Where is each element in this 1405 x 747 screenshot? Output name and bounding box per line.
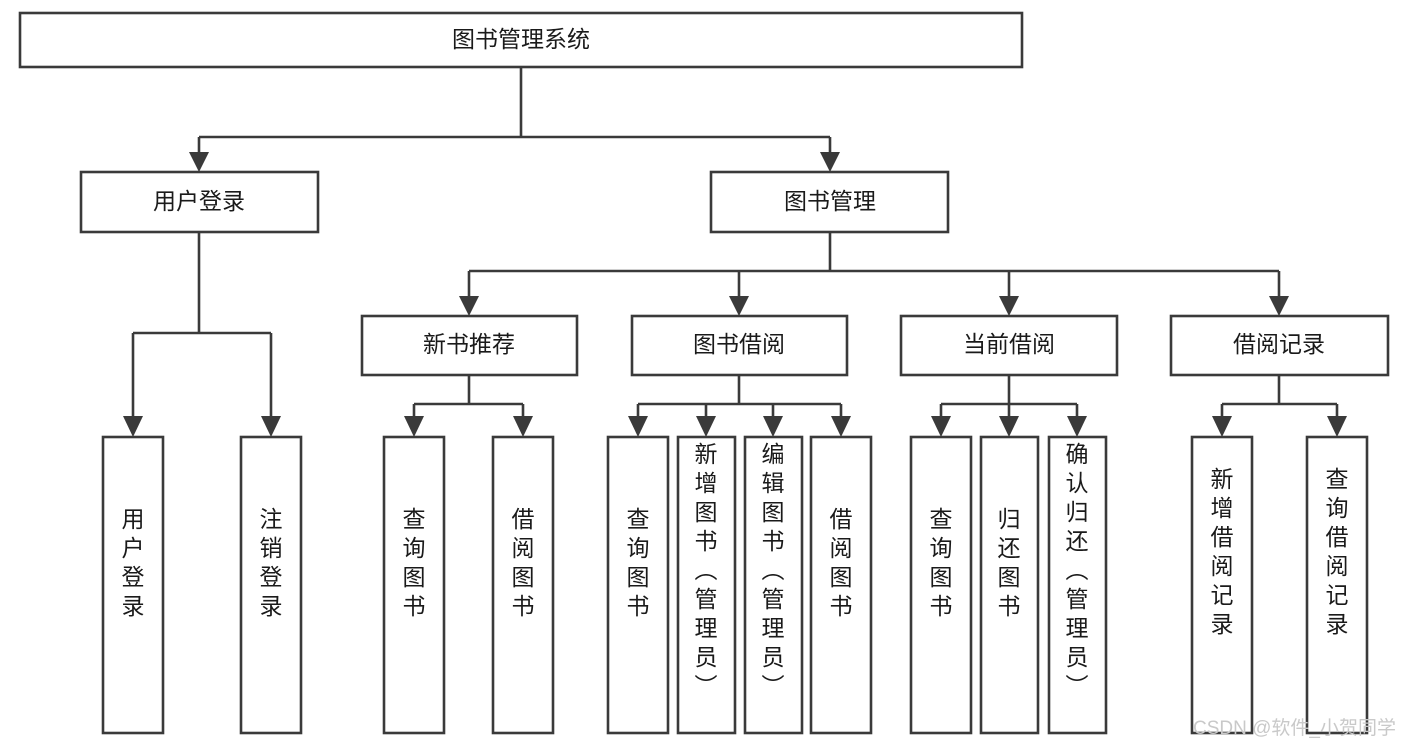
node-current-borrow-label: 当前借阅 (963, 331, 1055, 357)
arrow-head-user-login (189, 152, 209, 172)
node-leaf-confirm-return-box[interactable] (1047, 435, 1108, 735)
node-leaf-add-book-label: 新增图书︵管理员︶ (695, 441, 718, 699)
node-book-borrow-box[interactable] (630, 314, 849, 377)
node-book-manage-label: 图书管理 (784, 188, 876, 214)
node-user-login[interactable]: 用户登录 (79, 170, 320, 234)
node-new-book-rec-label: 新书推荐 (423, 331, 515, 357)
node-leaf-borrow-book-2-label: 借阅图书 (830, 506, 853, 619)
node-leaf-query-book-3-label: 查询图书 (930, 506, 953, 619)
node-leaf-logout-box[interactable] (239, 435, 303, 735)
node-leaf-query-book-1-label: 查询图书 (403, 506, 426, 619)
node-leaf-user-login[interactable]: 用户登录 (101, 435, 165, 735)
node-book-manage-box[interactable] (709, 170, 950, 234)
node-leaf-borrow-book-1[interactable]: 借阅图书 (491, 435, 555, 735)
node-leaf-query-book-3-box[interactable] (909, 435, 973, 735)
node-leaf-borrow-book-2[interactable]: 借阅图书 (809, 435, 873, 735)
arrow-head-leaf-query-record (1327, 416, 1347, 437)
node-leaf-confirm-return-label: 确认归还︵管理员︶ (1066, 441, 1089, 699)
node-leaf-add-record-label: 新增借阅记录 (1211, 466, 1234, 637)
node-new-book-rec-box[interactable] (360, 314, 579, 377)
node-borrow-record-label: 借阅记录 (1233, 331, 1325, 357)
node-book-borrow-label: 图书借阅 (693, 331, 785, 357)
node-leaf-query-book-2[interactable]: 查询图书 (606, 435, 670, 735)
node-leaf-add-record[interactable]: 新增借阅记录 (1190, 435, 1254, 735)
csdn-watermark: CSDN @软件_小贺同学 (1193, 717, 1396, 739)
arrow-head-book-borrow (729, 296, 749, 316)
node-current-borrow-box[interactable] (899, 314, 1119, 377)
node-leaf-borrow-book-1-label: 借阅图书 (512, 506, 535, 619)
node-leaf-edit-book-label: 编辑图书︵管理员︶ (762, 441, 785, 699)
node-leaf-edit-book[interactable]: 编辑图书︵管理员︶ (743, 435, 804, 735)
node-new-book-rec[interactable]: 新书推荐 (360, 314, 579, 377)
node-leaf-borrow-book-1-box[interactable] (491, 435, 555, 735)
node-leaf-query-record[interactable]: 查询借阅记录 (1305, 435, 1369, 735)
arrow-head-leaf-borrow-book-1 (513, 416, 533, 437)
node-leaf-add-book[interactable]: 新增图书︵管理员︶ (676, 435, 737, 735)
node-leaf-query-book-1-box[interactable] (382, 435, 446, 735)
node-leaf-confirm-return[interactable]: 确认归还︵管理员︶ (1047, 435, 1108, 735)
arrow-head-leaf-query-book-2 (628, 416, 648, 437)
arrow-head-leaf-add-book (696, 416, 716, 437)
arrow-head-current-borrow (999, 296, 1019, 316)
arrow-head-leaf-borrow-book-2 (831, 416, 851, 437)
node-root-box[interactable] (18, 11, 1024, 69)
node-leaf-return-book-box[interactable] (979, 435, 1040, 735)
node-book-manage[interactable]: 图书管理 (709, 170, 950, 234)
node-leaf-query-record-label: 查询借阅记录 (1326, 466, 1349, 637)
arrow-head-leaf-confirm-return (1067, 416, 1087, 437)
node-leaf-return-book[interactable]: 归还图书 (979, 435, 1040, 735)
node-leaf-add-record-box[interactable] (1190, 435, 1254, 735)
node-borrow-record[interactable]: 借阅记录 (1169, 314, 1390, 377)
node-leaf-logout-label: 注销登录 (260, 506, 283, 619)
arrow-head-leaf-return-book (999, 416, 1019, 437)
node-leaf-query-book-2-box[interactable] (606, 435, 670, 735)
node-leaf-edit-book-box[interactable] (743, 435, 804, 735)
arrow-head-new-book-rec (459, 296, 479, 316)
node-book-borrow[interactable]: 图书借阅 (630, 314, 849, 377)
node-leaf-query-record-box[interactable] (1305, 435, 1369, 735)
node-user-login-label: 用户登录 (153, 188, 245, 214)
node-leaf-borrow-book-2-box[interactable] (809, 435, 873, 735)
node-leaf-user-login-box[interactable] (101, 435, 165, 735)
node-leaf-query-book-1[interactable]: 查询图书 (382, 435, 446, 735)
arrow-head-leaf-user-login (123, 416, 143, 437)
arrow-head-borrow-record (1269, 296, 1289, 316)
node-leaf-return-book-label: 归还图书 (998, 506, 1021, 619)
node-leaf-query-book-3[interactable]: 查询图书 (909, 435, 973, 735)
arrow-head-leaf-query-book-3 (931, 416, 951, 437)
arrow-head-leaf-logout (261, 416, 281, 437)
arrow-head-leaf-add-record (1212, 416, 1232, 437)
node-leaf-add-book-box[interactable] (676, 435, 737, 735)
arrow-head-leaf-edit-book (763, 416, 783, 437)
node-root[interactable]: 图书管理系统 (18, 11, 1024, 69)
arrow-head-leaf-query-book-1 (404, 416, 424, 437)
node-leaf-user-login-label: 用户登录 (122, 506, 145, 619)
node-leaf-query-book-2-label: 查询图书 (627, 506, 650, 619)
arrow-head-book-manage (820, 152, 840, 172)
node-leaf-logout[interactable]: 注销登录 (239, 435, 303, 735)
node-root-label: 图书管理系统 (452, 26, 590, 52)
node-current-borrow[interactable]: 当前借阅 (899, 314, 1119, 377)
node-borrow-record-box[interactable] (1169, 314, 1390, 377)
node-user-login-box[interactable] (79, 170, 320, 234)
connector-layer (123, 67, 1347, 437)
